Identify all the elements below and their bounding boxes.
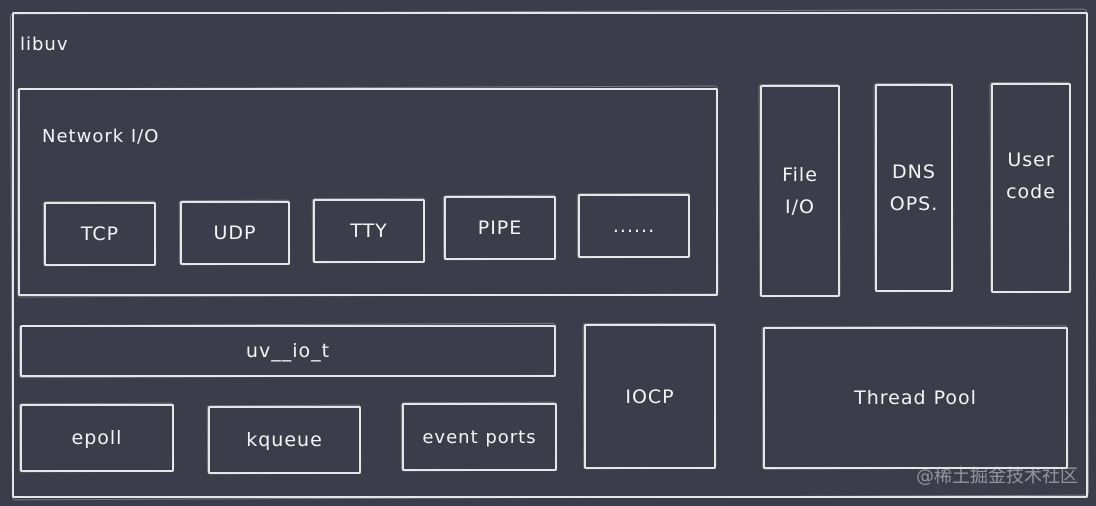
- event-ports-box: event ports: [402, 403, 557, 471]
- tcp-label: TCP: [80, 223, 120, 245]
- tcp-box: TCP: [44, 202, 156, 266]
- epoll-label: epoll: [71, 427, 123, 449]
- watermark-text: @稀土掘金技术社区: [916, 466, 1078, 487]
- udp-label: UDP: [213, 222, 257, 244]
- event-ports-label: event ports: [422, 426, 537, 448]
- epoll-box: epoll: [20, 404, 174, 472]
- more-label: ......: [612, 215, 656, 237]
- pipe-box: PIPE: [444, 196, 556, 260]
- user-code-label: User code: [1006, 149, 1056, 203]
- dns-ops-label: DNS OPS.: [889, 161, 939, 215]
- iocp-label: IOCP: [625, 385, 675, 408]
- udp-box: UDP: [180, 201, 290, 265]
- tty-label: TTY: [350, 220, 388, 242]
- thread-pool-label: Thread Pool: [854, 387, 977, 409]
- tty-box: TTY: [313, 199, 425, 263]
- iocp-box: IOCP: [584, 324, 716, 469]
- network-io-title: Network I/O: [42, 126, 160, 147]
- uv-io-t-label: uv__io_t: [245, 340, 331, 362]
- kqueue-label: kqueue: [246, 429, 323, 451]
- file-io-label: File I/O: [782, 164, 818, 218]
- pipe-label: PIPE: [477, 217, 523, 239]
- dns-ops-box: DNS OPS.: [875, 84, 953, 292]
- thread-pool-box: Thread Pool: [763, 327, 1068, 469]
- kqueue-box: kqueue: [208, 406, 361, 474]
- user-code-box: User code: [991, 83, 1071, 293]
- uv-io-t-box: uv__io_t: [20, 325, 556, 377]
- libuv-title: libuv: [20, 34, 69, 55]
- libuv-container: [12, 12, 1088, 498]
- more-box: ......: [578, 194, 690, 258]
- file-io-box: File I/O: [760, 85, 840, 297]
- network-io-box: [18, 88, 718, 296]
